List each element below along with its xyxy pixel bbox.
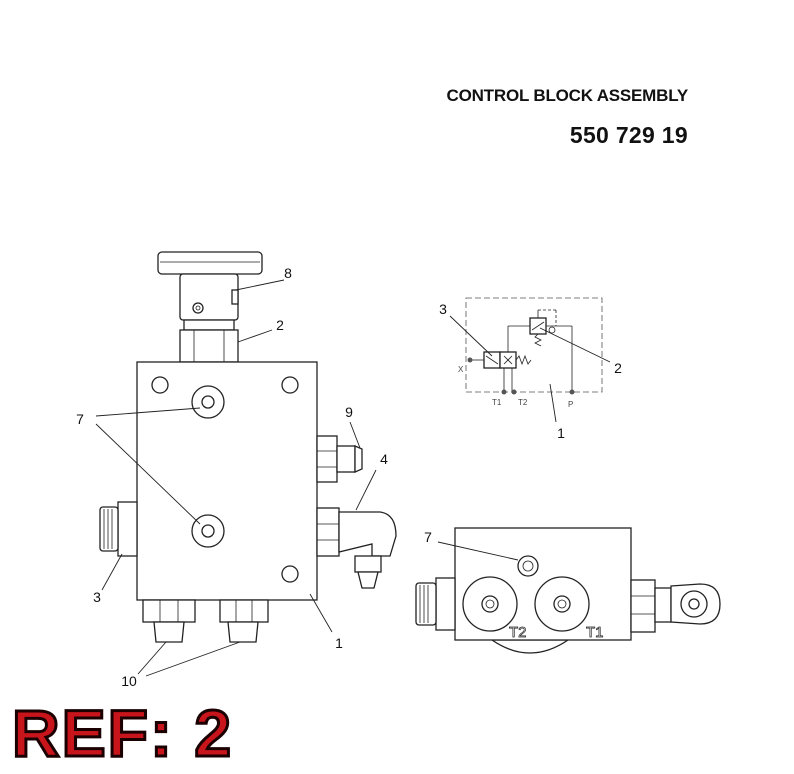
- callout-1: 1: [335, 635, 343, 651]
- schematic-callout-2: 2: [614, 360, 622, 376]
- port-label-t1: T1: [492, 398, 502, 407]
- port-label-t2: T2: [518, 398, 528, 407]
- schematic-callout-1: 1: [557, 425, 565, 441]
- drawing-title: CONTROL BLOCK ASSEMBLY: [446, 86, 689, 105]
- callout-3: 3: [93, 589, 101, 605]
- port-label-x: X: [458, 365, 464, 374]
- port-label-p: P: [568, 400, 573, 409]
- front-view: 8 2 7 9 4 3 1 10: [76, 251, 397, 689]
- part-number: 550 729 19: [569, 122, 688, 148]
- ref-label: REF: 2: [10, 696, 234, 770]
- callout-10: 10: [121, 673, 137, 689]
- side-callout-7: 7: [424, 529, 432, 545]
- hydraulic-schematic: X T1 T2 P 3 2 1: [439, 297, 622, 441]
- side-port-t2: T2: [509, 624, 527, 641]
- side-view: T2 T1 7: [415, 527, 721, 654]
- schematic-callout-3: 3: [439, 301, 447, 317]
- callout-7: 7: [76, 411, 84, 427]
- callout-8: 8: [284, 265, 292, 281]
- callout-4: 4: [380, 451, 388, 467]
- callout-2: 2: [276, 317, 284, 333]
- side-port-t1: T1: [586, 624, 604, 641]
- callout-9: 9: [345, 404, 353, 420]
